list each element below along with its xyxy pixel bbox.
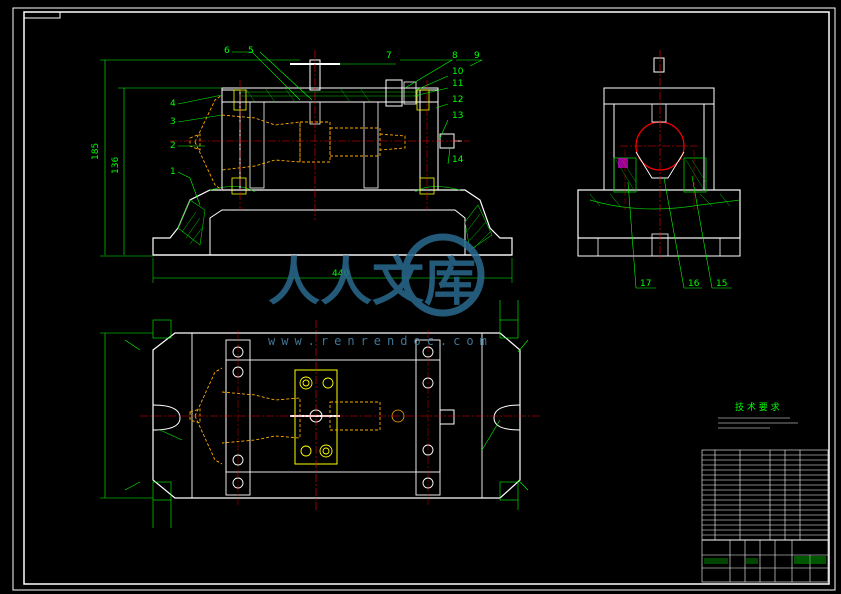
- tech-notes-title: 技 术 要 求: [735, 401, 780, 413]
- watermark-text: 人人文库: [268, 252, 476, 313]
- part-label-1: 1: [170, 167, 176, 177]
- part-label-7: 7: [386, 51, 392, 61]
- part-label-9: 9: [474, 51, 480, 61]
- dim-overall-width: 440: [332, 269, 349, 279]
- dim-height-outer: 185: [91, 143, 101, 160]
- part-label-10: 10: [452, 67, 464, 77]
- part-label-6: 6: [224, 46, 230, 56]
- title-block: [701, 449, 829, 583]
- part-label-17: 17: [640, 279, 651, 289]
- part-label-5: 5: [248, 46, 254, 56]
- side-view: 17 16 15: [577, 50, 741, 289]
- sheet-border-inner: [23, 11, 830, 585]
- part-label-8: 8: [452, 51, 458, 61]
- part-label-16: 16: [688, 279, 700, 289]
- part-label-13: 13: [452, 111, 463, 121]
- sheet-corner-box: [23, 11, 61, 19]
- part-label-2: 2: [170, 141, 176, 151]
- part-label-3: 3: [170, 117, 176, 127]
- part-label-4: 4: [170, 99, 176, 109]
- dim-height-inner: 136: [111, 157, 121, 174]
- technical-requirements: 技 术 要 求: [718, 401, 798, 429]
- part-label-15: 15: [716, 279, 727, 289]
- front-view: 185 136 440 1 2 3 4 5 6 7 8 9 10 1: [91, 46, 513, 283]
- part-label-11: 11: [452, 79, 463, 89]
- watermark-url: www.renrendoc.com: [268, 334, 493, 348]
- part-label-12: 12: [452, 95, 463, 105]
- part-label-14: 14: [452, 155, 464, 165]
- sheet-border-outer: [12, 7, 836, 591]
- top-view: [100, 300, 540, 528]
- watermark: 人人文库 www.renrendoc.com: [268, 233, 493, 348]
